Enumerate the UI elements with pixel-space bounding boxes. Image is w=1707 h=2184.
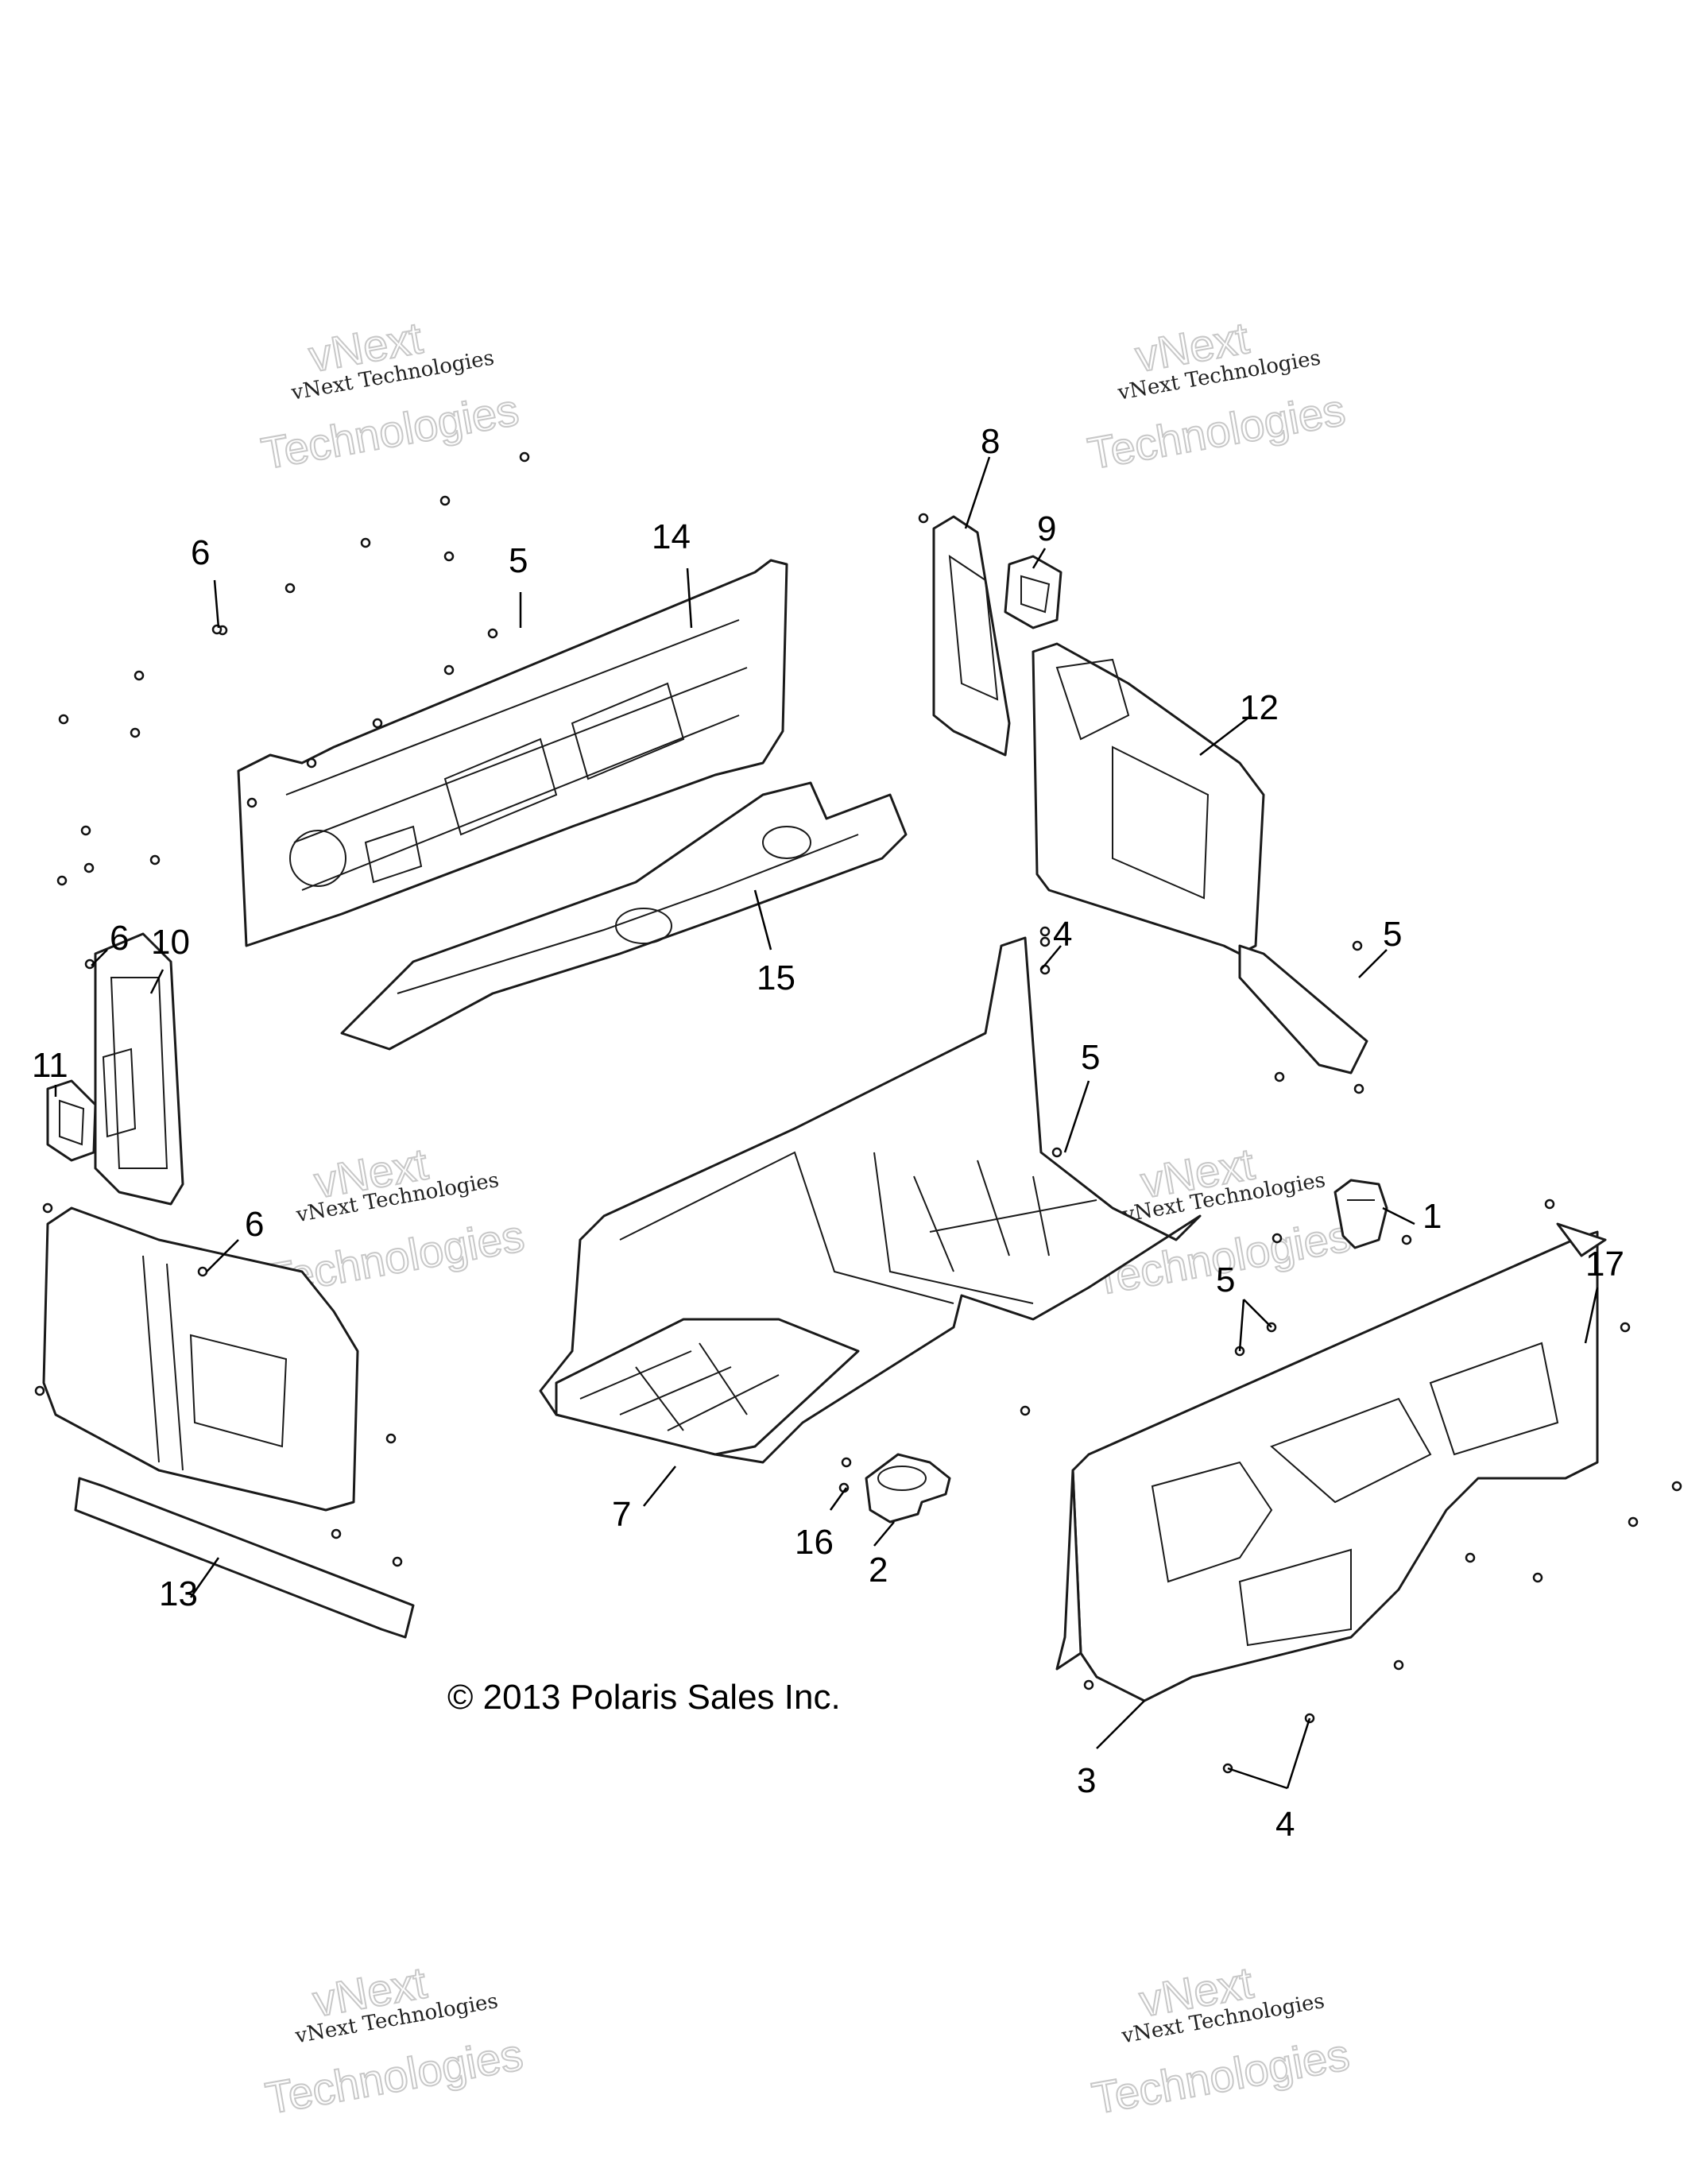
part-14-rear-panel (237, 559, 788, 947)
part-13-left-side-panel (42, 1206, 415, 1639)
fastener (841, 1457, 852, 1468)
fastener (306, 757, 317, 769)
callout-5: 5 (1216, 1260, 1235, 1299)
watermark-top-left: vNext vNext Technologies Technologies (257, 312, 523, 479)
callout-5: 5 (1081, 1038, 1100, 1077)
fastener (443, 551, 455, 562)
fastener (134, 670, 145, 681)
callout-17: 17 (1585, 1245, 1624, 1284)
callout-10: 10 (151, 923, 190, 962)
fastener (1671, 1481, 1682, 1492)
fastener (918, 513, 929, 524)
fastener (80, 825, 91, 836)
fastener (1544, 1198, 1555, 1210)
fastener (1083, 1679, 1094, 1690)
fastener (360, 537, 371, 548)
fastener (331, 1528, 342, 1539)
callout-16: 16 (795, 1523, 834, 1562)
callout-3: 3 (1077, 1761, 1096, 1800)
fastener (1465, 1552, 1476, 1563)
part-1-bracket (1333, 1179, 1388, 1249)
fastener (372, 718, 383, 729)
fastener (284, 583, 296, 594)
part-15-cross-member (340, 781, 908, 1051)
fastener (1353, 1083, 1364, 1094)
callout-11: 11 (32, 1046, 68, 1085)
callout-6: 6 (191, 533, 210, 572)
callout-6: 6 (110, 919, 129, 958)
fastener (1401, 1234, 1412, 1245)
fastener (149, 854, 161, 865)
fastener (1620, 1322, 1631, 1333)
fastener (439, 495, 451, 506)
part-7-cargo-box (539, 936, 1202, 1464)
leader-lines (54, 456, 1599, 1790)
callout-14: 14 (652, 517, 691, 556)
callouts: 8 9 12 14 15 4 5 5 6 5 6 10 11 6 13 7 16… (32, 422, 1624, 1844)
fastener (1020, 1405, 1031, 1416)
callout-12: 12 (1240, 688, 1279, 727)
callout-7: 7 (612, 1495, 631, 1534)
watermark-bottom-right: vNext vNext Technologies Technologies (1088, 1957, 1354, 2124)
fasteners (34, 451, 1682, 1774)
watermark-bottom-left: vNext vNext Technologies Technologies (261, 1957, 528, 2124)
fastener (1272, 1233, 1283, 1244)
fastener (1039, 926, 1051, 937)
fastener (519, 451, 530, 463)
callout-4: 4 (1053, 915, 1072, 954)
callout-4: 4 (1275, 1805, 1295, 1844)
fastener (211, 624, 223, 635)
callout-9: 9 (1037, 509, 1056, 548)
fastener (1532, 1572, 1543, 1583)
copyright-text: © 2013 Polaris Sales Inc. (447, 1678, 841, 1717)
fastener (1039, 936, 1051, 947)
fastener (392, 1556, 403, 1567)
fastener (1051, 1147, 1063, 1158)
part-10-left-upright (94, 932, 184, 1206)
part-9-plate (1004, 555, 1063, 629)
fastener (487, 628, 498, 639)
fastener (385, 1433, 397, 1444)
fastener (83, 862, 95, 873)
fastener (58, 714, 69, 725)
callout-2: 2 (869, 1551, 888, 1590)
fastener (197, 1266, 208, 1277)
callout-8: 8 (981, 422, 1000, 461)
fastener (130, 727, 141, 738)
callout-6: 6 (245, 1205, 264, 1244)
callout-15: 15 (757, 958, 795, 997)
fastener (1628, 1516, 1639, 1528)
part-2-bracket (865, 1453, 951, 1524)
fastener (42, 1202, 53, 1214)
fastener (443, 664, 455, 676)
part-12-right-side-panel (1032, 642, 1368, 1075)
fastener (34, 1385, 45, 1396)
part-11-plate (46, 1079, 97, 1162)
fastener (1393, 1659, 1404, 1671)
fastener (56, 875, 68, 886)
part-3-rear-bulkhead (1055, 1222, 1607, 1702)
fastener (1352, 940, 1363, 951)
part-8-bracket (932, 515, 1011, 757)
callout-13: 13 (159, 1574, 198, 1613)
callout-5: 5 (509, 541, 528, 580)
fastener (1274, 1071, 1285, 1082)
watermark-top-right: vNext vNext Technologies Technologies (1083, 312, 1349, 479)
callout-1: 1 (1422, 1197, 1442, 1236)
callout-5: 5 (1383, 915, 1402, 954)
fastener (246, 797, 257, 808)
